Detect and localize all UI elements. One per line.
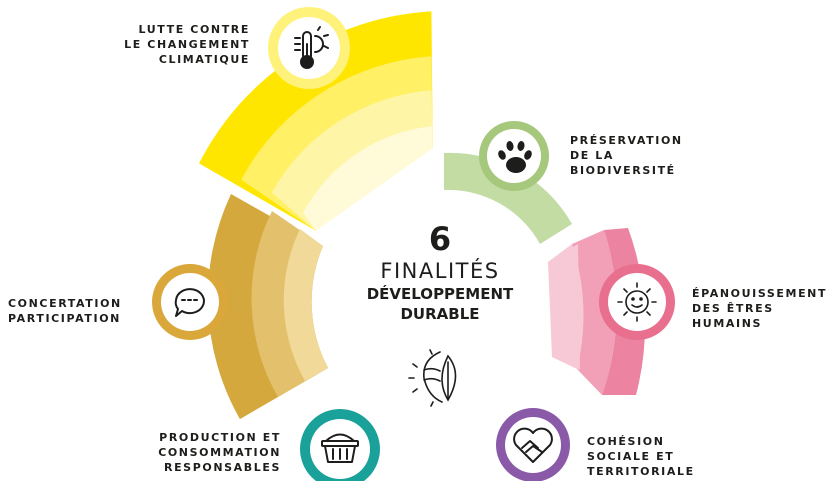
biodiversity-badge xyxy=(479,121,549,191)
participation-badge xyxy=(152,264,228,340)
label-climate: LUTTE CONTRE LE CHANGEMENT CLIMATIQUE xyxy=(124,23,250,66)
leaf-sun-icon xyxy=(408,349,457,407)
wellbeing-badge xyxy=(599,264,675,340)
climate-badge xyxy=(268,7,350,89)
label-cohesion: COHÉSION SOCIALE ET TERRITORIALE xyxy=(587,435,695,478)
goal-count: 6 xyxy=(428,220,452,258)
label-biodiversity: PRÉSERVATION DE LA BIODIVERSITÉ xyxy=(570,134,683,177)
title-durable: DURABLE xyxy=(400,305,480,323)
label-wellbeing: ÉPANOUISSEMENT DES ÊTRES HUMAINS xyxy=(692,287,828,330)
thermometer-sun-icon xyxy=(294,26,329,69)
production-badge xyxy=(300,409,380,481)
biodiversity-sector xyxy=(444,152,572,244)
center-title: 6 FINALITÉS DÉVELOPPEMENT DURABLE xyxy=(345,222,535,324)
label-participation: CONCERTATION PARTICIPATION xyxy=(8,297,122,325)
handshake-heart-icon xyxy=(513,427,553,463)
basket-icon xyxy=(321,433,359,463)
title-developpement: DÉVELOPPEMENT xyxy=(366,285,514,303)
paw-print-icon xyxy=(498,141,532,173)
title-finalites: FINALITÉS xyxy=(380,259,500,283)
center-disc xyxy=(344,193,540,389)
participation-sector xyxy=(207,194,328,420)
speech-bubble-icon xyxy=(174,288,205,317)
label-production: PRODUCTION ET CONSOMMATION RESPONSABLES xyxy=(158,431,281,474)
sun-face-icon xyxy=(617,282,657,322)
climate-sector xyxy=(199,11,433,231)
cohesion-badge xyxy=(496,408,570,481)
